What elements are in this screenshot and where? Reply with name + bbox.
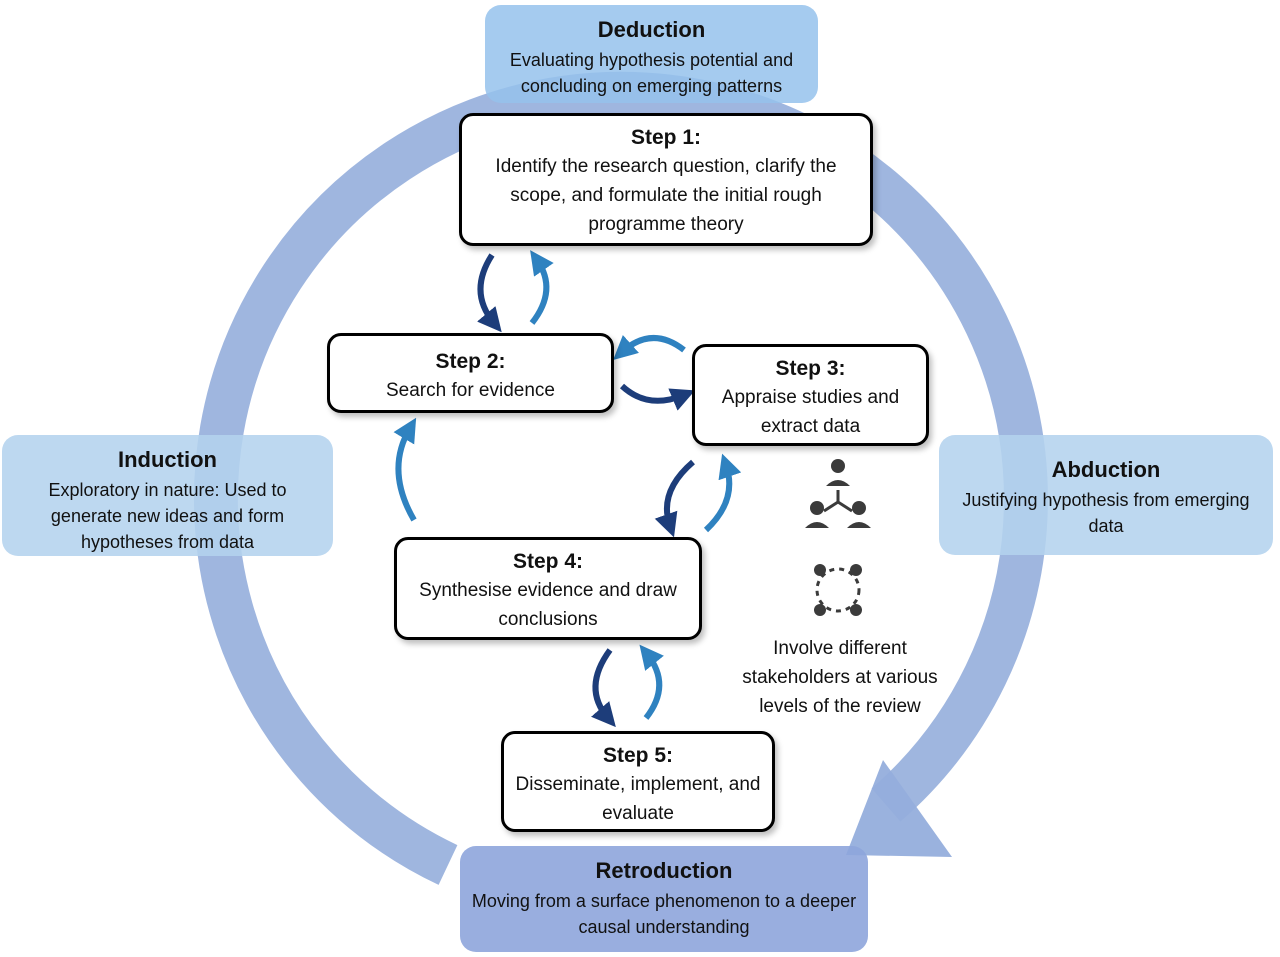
induction-title: Induction	[118, 447, 217, 472]
step-2-title: Step 2:	[435, 350, 506, 373]
deduction-box: Deduction Evaluating hypothesis potentia…	[485, 5, 818, 103]
arrow-step5-to-step4	[639, 644, 664, 720]
step-2-box: Step 2: Search for evidence	[327, 333, 614, 413]
arrow-step1-to-step2	[477, 253, 502, 333]
step-1-title: Step 1:	[630, 126, 701, 149]
step-4-desc: Synthesise evidence and draw conclusions	[419, 580, 677, 630]
circle-network-icon	[814, 564, 862, 616]
step-2-desc: Search for evidence	[386, 380, 555, 401]
step-1-desc: Identify the research question, clarify …	[495, 156, 837, 235]
abduction-desc: Justifying hypothesis from emerging data	[962, 490, 1250, 536]
arrow-step4-to-step3	[703, 453, 742, 533]
retroduction-box: Retroduction Moving from a surface pheno…	[460, 846, 868, 952]
induction-box: Induction Exploratory in nature: Used to…	[2, 435, 333, 556]
step-3-desc: Appraise studies and extract data	[721, 387, 900, 437]
abduction-box: Abduction Justifying hypothesis from eme…	[939, 435, 1273, 555]
deduction-desc: Evaluating hypothesis potential and conc…	[509, 50, 794, 96]
arrow-step3-to-step2	[613, 335, 686, 361]
step-4-box: Step 4: Synthesise evidence and draw con…	[394, 537, 702, 640]
abduction-title: Abduction	[1051, 457, 1161, 482]
arrow-step2-to-step3	[619, 383, 696, 411]
deduction-title: Deduction	[597, 17, 706, 42]
step-5-title: Step 5:	[602, 744, 673, 767]
step-3-title: Step 3:	[775, 357, 846, 380]
hierarchy-people-icon	[805, 459, 871, 528]
arrow-step4-to-step2	[393, 417, 417, 522]
induction-desc: Exploratory in nature: Used to generate …	[48, 480, 287, 552]
step-3-box: Step 3: Appraise studies and extract dat…	[692, 344, 929, 446]
step-1-box: Step 1: Identify the research question, …	[459, 113, 873, 246]
retroduction-desc: Moving from a surface phenomenon to a de…	[471, 891, 857, 937]
arrow-step2-to-step1	[529, 250, 554, 325]
arrow-step3-to-step4	[654, 459, 695, 538]
step-4-title: Step 4:	[512, 550, 583, 573]
retroduction-title: Retroduction	[595, 858, 733, 883]
ring-arrowhead	[846, 760, 952, 857]
step-5-box: Step 5: Disseminate, implement, and eval…	[501, 731, 775, 832]
step-5-desc: Disseminate, implement, and evaluate	[515, 774, 761, 824]
stakeholders-text: Involve different stakeholders at variou…	[742, 638, 938, 717]
arrow-step4-to-step5	[591, 648, 616, 728]
